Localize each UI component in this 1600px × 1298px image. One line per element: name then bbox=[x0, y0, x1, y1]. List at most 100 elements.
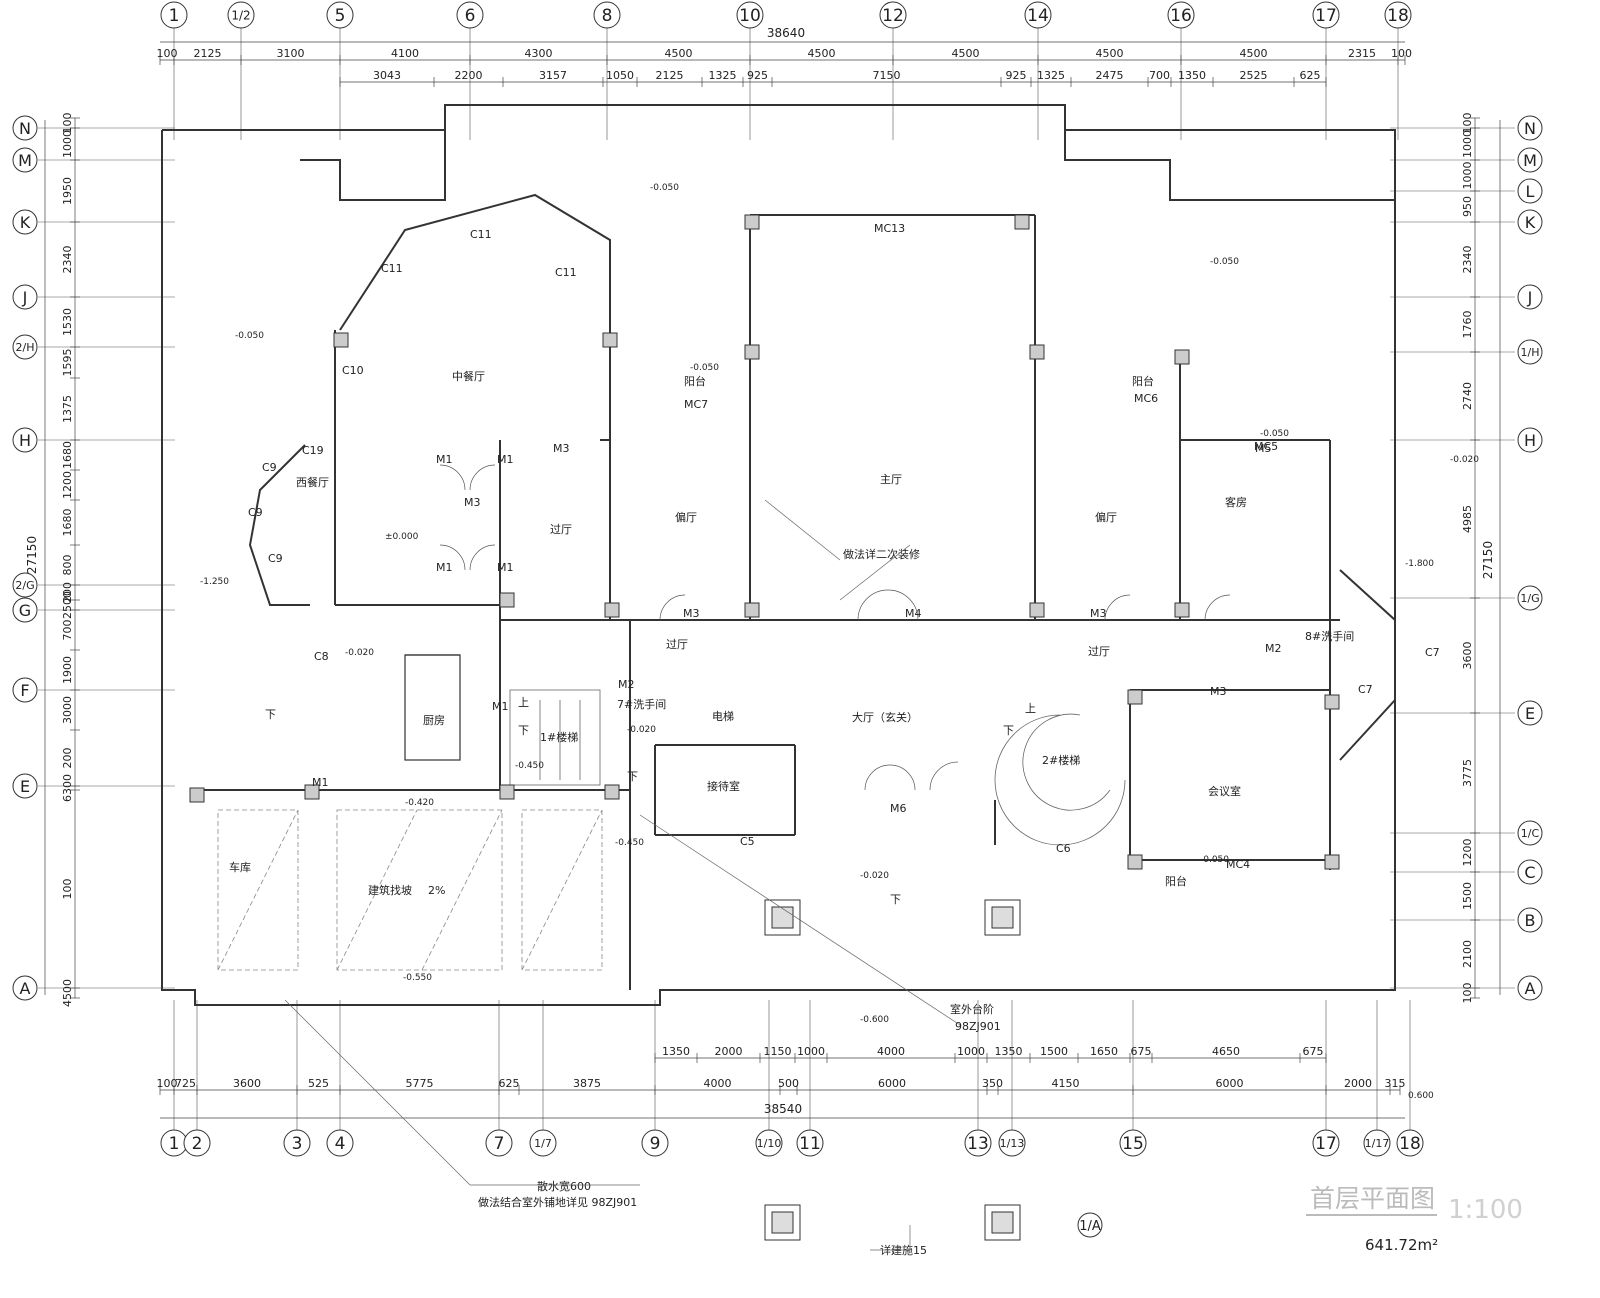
dim-label: 925 bbox=[747, 69, 768, 82]
dim-total-bottom: 38540 bbox=[764, 1102, 802, 1116]
axis-bubble: 3 bbox=[283, 1129, 311, 1157]
title-block: 首层平面图 1:100 641.72m² bbox=[1306, 1184, 1523, 1254]
dim-label: 4000 bbox=[877, 1045, 905, 1058]
window-tag: C9 bbox=[268, 552, 283, 565]
door-tag: M4 bbox=[905, 607, 922, 620]
door-tag: MC6 bbox=[1134, 392, 1158, 405]
dim-label: 1900 bbox=[61, 656, 74, 684]
dim-label: 100 bbox=[1391, 47, 1412, 60]
up-mark: 上 bbox=[1025, 702, 1036, 715]
axis-bubble: 1/H bbox=[1517, 339, 1543, 365]
axis-bubble: 11 bbox=[796, 1129, 824, 1157]
axis-bubble: E bbox=[12, 773, 38, 799]
axis-bubble: M bbox=[12, 147, 38, 173]
dim-label: 1500 bbox=[1040, 1045, 1068, 1058]
dim-label: 700 bbox=[1149, 69, 1170, 82]
level-mark: -0.020 bbox=[627, 725, 656, 735]
axis-label: G bbox=[19, 601, 31, 620]
leader-lines bbox=[284, 499, 961, 1251]
dim-label: 200 bbox=[61, 748, 74, 769]
axis-label: 17 bbox=[1315, 6, 1337, 26]
door-swings bbox=[439, 464, 1231, 791]
apron-method: 做法结合室外铺地详见 98ZJ901 bbox=[478, 1195, 637, 1209]
level-mark: ±0.000 bbox=[385, 532, 419, 542]
axis-bubble: 4 bbox=[326, 1129, 354, 1157]
annotations: 建筑找坡 2% 做法详二次装修 室外台阶 98ZJ901 散水宽600 做法结合… bbox=[265, 547, 1036, 1257]
window-tag: C19 bbox=[302, 444, 324, 457]
axis-label: 1 bbox=[169, 1134, 180, 1154]
column bbox=[1174, 349, 1190, 365]
level-mark: -0.020 bbox=[1450, 455, 1479, 465]
dim-label: 4650 bbox=[1212, 1045, 1240, 1058]
dim-label: 100 bbox=[61, 879, 74, 900]
building-walls bbox=[161, 104, 1396, 1006]
room-label: 8#洗手间 bbox=[1305, 629, 1354, 643]
door-tag: M1 bbox=[436, 453, 453, 466]
dim-label: 4985 bbox=[1461, 505, 1474, 533]
axis-bubble: K bbox=[12, 209, 38, 235]
dim-label: 2340 bbox=[1461, 246, 1474, 274]
room-label: 过厅 bbox=[550, 523, 572, 536]
structural-columns bbox=[189, 214, 1340, 870]
dim-label: 4500 bbox=[952, 47, 980, 60]
axis-label: 1/H bbox=[1521, 346, 1540, 359]
garage-bays bbox=[217, 809, 603, 971]
dim-label: 3043 bbox=[373, 69, 401, 82]
dim-label: 7150 bbox=[873, 69, 901, 82]
axis-label: A bbox=[1525, 979, 1536, 998]
door-tag: M3 bbox=[553, 442, 570, 455]
axis-label: 1/G bbox=[1520, 592, 1539, 605]
level-mark: -0.050 bbox=[650, 183, 679, 193]
dim-label: 100 bbox=[1461, 983, 1474, 1004]
room-labels: 中餐厅 西餐厅 偏厅 主厅 偏厅 客房 过厅 过厅 过厅 厨房 1#楼梯 7#洗… bbox=[229, 369, 1354, 888]
room-label: 过厅 bbox=[666, 638, 688, 651]
apron-note: 散水宽600 bbox=[537, 1179, 591, 1193]
axis-label: K bbox=[1525, 213, 1536, 232]
dim-label: 3875 bbox=[573, 1077, 601, 1090]
down-mark: 下 bbox=[265, 708, 276, 721]
door-tag: M2 bbox=[1265, 642, 1282, 655]
column bbox=[1324, 694, 1340, 710]
dim-label: 3100 bbox=[277, 47, 305, 60]
down-mark: 下 bbox=[627, 770, 638, 783]
column bbox=[1324, 854, 1340, 870]
axis-bubble: 1 bbox=[160, 1129, 188, 1157]
axis-label: H bbox=[19, 431, 31, 450]
axis-label: 2/H bbox=[16, 341, 35, 354]
dim-label: 1000 bbox=[957, 1045, 985, 1058]
axis-bubble: 1 bbox=[160, 1, 188, 29]
window-tag: C8 bbox=[314, 650, 329, 663]
axis-label: 1/7 bbox=[534, 1137, 552, 1150]
axis-label: J bbox=[22, 288, 28, 307]
column bbox=[499, 784, 515, 800]
dim-label: 3157 bbox=[539, 69, 567, 82]
dim-label: 675 bbox=[1303, 1045, 1324, 1058]
dim-total-right: 27150 bbox=[1481, 541, 1495, 579]
kitchen-block bbox=[404, 654, 461, 761]
dim-label: 1350 bbox=[1178, 69, 1206, 82]
dim-total-top: 38640 bbox=[767, 26, 805, 40]
room-label: 过厅 bbox=[1088, 645, 1110, 658]
axis-label: 10 bbox=[739, 6, 761, 26]
axis-bubble-extra: 1/A bbox=[1077, 1212, 1103, 1238]
axis-bubble: M bbox=[1517, 147, 1543, 173]
door-tag: M3 bbox=[1090, 607, 1107, 620]
axis-bubble: 1/C bbox=[1517, 820, 1543, 846]
slope-note: 建筑找坡 bbox=[368, 883, 412, 897]
level-mark: -0.050 bbox=[235, 331, 264, 341]
level-mark: -0.550 bbox=[403, 973, 432, 983]
axis-label: 9 bbox=[650, 1134, 661, 1154]
axis-bubble: H bbox=[1517, 427, 1543, 453]
axis-bubble: 6 bbox=[456, 1, 484, 29]
room-label: 主厅 bbox=[880, 473, 902, 486]
room-label: 厨房 bbox=[423, 714, 445, 727]
axis-label: L bbox=[1526, 182, 1535, 201]
room-label: 会议室 bbox=[1208, 784, 1241, 798]
axis-label: 1/13 bbox=[1000, 1137, 1025, 1150]
room-label: 客房 bbox=[1225, 495, 1247, 509]
dim-label: 3600 bbox=[1461, 642, 1474, 670]
axis-label: 4 bbox=[335, 1134, 346, 1154]
dim-label: 100 bbox=[1461, 113, 1474, 134]
dim-label: 2100 bbox=[1461, 940, 1474, 968]
